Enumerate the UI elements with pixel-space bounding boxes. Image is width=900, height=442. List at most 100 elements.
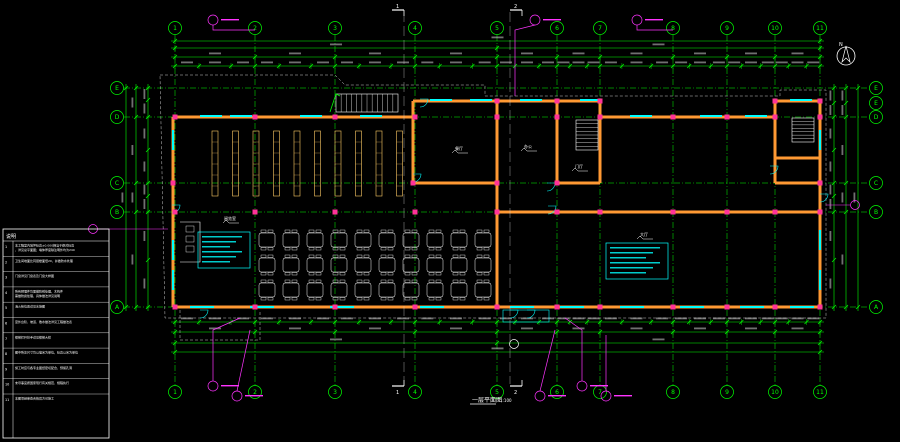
chair-0-5-c xyxy=(380,247,387,251)
axis-bubble-top-0-label: 1 xyxy=(173,25,177,32)
dim-bot-axis-num-7 xyxy=(694,327,706,330)
dim-left-detail-num-5 xyxy=(143,199,146,209)
bookshelf-4 xyxy=(293,130,301,197)
north-label: N xyxy=(839,42,843,48)
axis-bubble-bottom-3-circle xyxy=(408,385,422,399)
chair-1-4-a xyxy=(356,254,363,258)
callout-top-1-leader xyxy=(212,25,255,31)
dim-right-detail-tick-4 xyxy=(831,180,837,186)
axis-bubble-top-9-circle xyxy=(768,21,782,35)
dim-bot-detail-num-13 xyxy=(521,317,533,320)
dining-table-2-3 xyxy=(330,282,348,298)
chair-2-8-c xyxy=(452,297,459,301)
door-3 xyxy=(547,205,557,215)
dim-left-axis-num-0 xyxy=(131,97,134,108)
dim-left-detail-tick-5 xyxy=(145,193,151,199)
level-marker-4 xyxy=(636,235,653,240)
dim-left-detail-tick-6 xyxy=(145,209,151,215)
drawing-caption: 一层平面图 xyxy=(472,397,502,404)
chair-2-0-a xyxy=(260,279,267,283)
dim-left-axis-tick-2 xyxy=(133,180,139,186)
chair-2-7-d xyxy=(435,297,442,301)
dining-table-0-0 xyxy=(258,232,276,248)
chair-1-5-d xyxy=(387,272,394,276)
section-mark-bottom-2-label: 2 xyxy=(514,390,517,396)
chair-0-9-b xyxy=(483,229,490,233)
chair-0-6-a xyxy=(404,229,411,233)
notes-row-no-3: 4 xyxy=(5,291,7,295)
column-5 xyxy=(252,304,258,310)
callout-bottom-3-text xyxy=(590,385,608,387)
section-mark-bottom-1-label: 1 xyxy=(396,390,399,396)
chair-2-6-b xyxy=(411,279,418,283)
chair-0-5-b xyxy=(387,229,394,233)
axis-bubble-bottom-5-label: 6 xyxy=(555,389,559,396)
axis-bubble-left-4-label: A xyxy=(115,304,120,311)
axis-bubble-top-2-circle xyxy=(328,21,342,35)
dim-top-detail-num-2 xyxy=(237,61,249,64)
dim-right-detail-num-5 xyxy=(829,199,832,209)
chair-0-9-c xyxy=(476,247,483,251)
chair-1-2-a xyxy=(308,254,315,258)
column-31 xyxy=(817,209,823,215)
column-13 xyxy=(494,209,500,215)
column-26 xyxy=(724,304,730,310)
axis-bubble-bottom-10-label: 11 xyxy=(816,389,824,396)
dim-right-axis-num-0 xyxy=(841,90,844,101)
column-0 xyxy=(172,114,178,120)
notes-row-no-6: 7 xyxy=(5,337,7,341)
dim-right-detail-tick-1 xyxy=(831,100,837,106)
section-mark-top-2-label: 2 xyxy=(514,4,517,10)
dining-table-1-9 xyxy=(474,257,492,273)
dining-table-1-8 xyxy=(450,257,468,273)
chair-1-0-b xyxy=(267,254,274,258)
callout-top-1-text xyxy=(221,19,239,21)
axis-bubble-bottom-10: 11 xyxy=(813,385,827,399)
chair-2-1-b xyxy=(291,279,298,283)
axis-bubble-bottom-1-label: 2 xyxy=(253,389,257,396)
notes-row-no-0: 1 xyxy=(5,245,7,249)
dim-bot-detail-num-12 xyxy=(500,317,512,320)
chair-1-6-d xyxy=(411,272,418,276)
chair-2-3-a xyxy=(332,279,339,283)
dim-right-detail-tick-8 xyxy=(831,304,837,310)
axis-bubble-top-8-circle xyxy=(720,21,734,35)
dim-right-axis-tick-2 xyxy=(843,114,849,120)
dim-left-overall-tick-1 xyxy=(123,304,129,310)
axis-bubble-bottom-10-circle xyxy=(813,385,827,399)
callout-top-2-leader xyxy=(636,25,673,31)
chair-0-2-a xyxy=(308,229,315,233)
axis-bubble-bottom-0: 1 xyxy=(168,385,182,399)
column-29 xyxy=(772,304,778,310)
column-1 xyxy=(172,209,178,215)
dim-left-detail-num-4 xyxy=(143,184,146,195)
dim-right-axis-tick-5 xyxy=(843,304,849,310)
chair-2-8-a xyxy=(452,279,459,283)
chair-2-0-c xyxy=(260,297,267,301)
level-marker-2 xyxy=(520,147,537,152)
dim-top-detail-num-8 xyxy=(397,61,409,64)
dim-right-axis-num-3 xyxy=(841,192,844,203)
axis-bubble-top-3: 4 xyxy=(408,21,422,35)
chair-1-1-b xyxy=(291,254,298,258)
axis-bubble-left-2-circle xyxy=(110,176,124,190)
dim-bot-major-num-1 xyxy=(652,338,665,341)
chair-0-2-b xyxy=(315,229,322,233)
notes-row-text-8: 施工时应与各专业图纸密切配合，预留孔洞 xyxy=(15,365,72,370)
callout-top-3-leader xyxy=(514,24,536,96)
door-7 xyxy=(199,309,209,319)
callout-top-3-text xyxy=(543,19,561,21)
dim-top-detail-num-20 xyxy=(656,61,669,64)
dim-bot-axis-num-0 xyxy=(209,327,221,330)
dim-bot-detail-num-6 xyxy=(341,317,353,320)
callout-top-2-text xyxy=(645,19,663,21)
chair-1-5-a xyxy=(380,254,387,258)
axis-bubble-bottom-0-label: 1 xyxy=(173,389,177,396)
chair-0-1-a xyxy=(284,229,291,233)
chair-0-6-c xyxy=(404,247,411,251)
dim-right-detail-num-3 xyxy=(829,161,832,172)
chair-1-9-d xyxy=(483,272,490,276)
chair-1-6-a xyxy=(404,254,411,258)
